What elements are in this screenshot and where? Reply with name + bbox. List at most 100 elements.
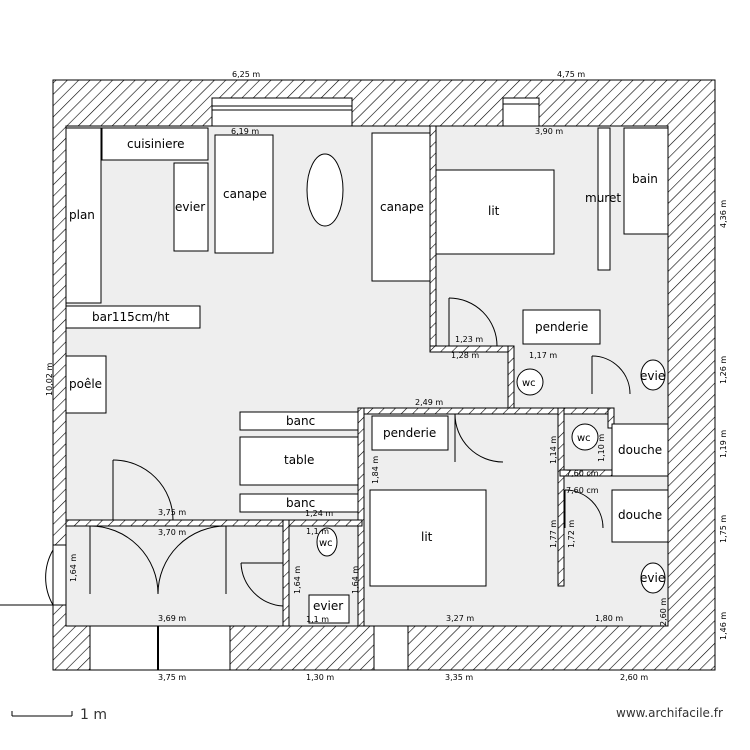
dim-inner-17: 2,60 m [659, 598, 668, 626]
label-table: table [284, 453, 314, 467]
bed-1 [435, 169, 555, 255]
label-penderie-1: penderie [535, 320, 588, 334]
dimensions: 6,25 m 4,75 m 6,19 m 3,90 m 4,36 m 1,26 … [45, 70, 728, 682]
sofa-2 [371, 132, 431, 282]
dim-top-inner-right: 3,90 m [535, 127, 563, 136]
label-wc-2: wc [522, 378, 536, 389]
dim-left-total: 10,02 m [45, 363, 54, 396]
label-evier-bath-1: evie [640, 369, 665, 383]
dim-inner-18: 1,1 m [306, 527, 329, 536]
dim-inner-14: 1,72 m [567, 520, 576, 548]
furniture [65, 127, 669, 624]
dim-inner-16: 1,10 m [597, 434, 606, 462]
dim-right-mid2: 1,19 m [719, 430, 728, 458]
label-bain: bain [632, 172, 658, 186]
bench-top [239, 411, 359, 431]
shower-1 [611, 423, 669, 477]
label-cuisiniere: cuisiniere [127, 137, 185, 151]
dim-inner-9: 3,27 m [446, 614, 474, 623]
dim-right-top: 4,36 m [719, 200, 728, 228]
dim-inner-12: 1,84 m [371, 456, 380, 484]
label-muret: muret [585, 191, 621, 205]
dim-top-inner-left: 6,19 m [231, 127, 259, 136]
window-bottom-left [89, 625, 231, 671]
dim-inner-15: 1,14 m [549, 436, 558, 464]
sofa-1 [214, 134, 274, 254]
dim-bottom-4: 2,60 m [620, 673, 648, 682]
label-banc-bottom: banc [286, 496, 315, 510]
dim-inner-20: 7,60 cm [566, 469, 599, 478]
dining-table [239, 436, 359, 486]
label-wc-3: wc [577, 433, 591, 444]
dim-bottom-3: 3,35 m [445, 673, 473, 682]
dim-inner-11: 1,64 m [69, 554, 78, 582]
stove [65, 355, 107, 414]
label-lit-2: lit [421, 530, 433, 544]
dim-inner-6: 3,70 m [158, 528, 186, 537]
bar-counter [65, 305, 201, 329]
label-lit-1: lit [488, 204, 500, 218]
wardrobe-1 [522, 309, 601, 345]
coffee-table [306, 153, 344, 227]
bench-bottom [239, 493, 359, 513]
sink-bowl-right-1 [640, 359, 666, 391]
dim-inner-19: 1,1 m [306, 615, 329, 624]
bed-2 [369, 489, 487, 587]
partition-wall [597, 127, 611, 271]
dim-top-left: 6,25 m [232, 70, 260, 79]
bathtub [623, 127, 669, 235]
entrance-door-swing [45, 549, 54, 606]
toilet-3 [571, 423, 599, 451]
toilet-2 [516, 368, 544, 396]
toilet-1 [316, 527, 338, 557]
window-top-left [211, 97, 353, 127]
label-evier-bath-2: evie [640, 571, 665, 585]
scale-label: 1 m [80, 707, 107, 723]
dim-top-right: 4,75 m [557, 70, 585, 79]
label-banc-top: banc [286, 414, 315, 428]
dim-inner-4: 2,49 m [415, 398, 443, 407]
dim-right-bottom: 1,46 m [719, 612, 728, 640]
interior-walls [65, 125, 621, 627]
dim-inner-8: 3,69 m [158, 614, 186, 623]
cooker [101, 127, 209, 161]
dim-inner-3: 1,17 m [529, 351, 557, 360]
label-wc-1: wc [319, 538, 333, 549]
wardrobe-2 [371, 415, 449, 451]
dim-bottom-2: 1,30 m [306, 673, 334, 682]
floor-area [65, 125, 669, 627]
dim-inner-21: 7,60 cm [566, 486, 599, 495]
entrance-door-opening [52, 544, 67, 606]
label-poele: poêle [69, 377, 102, 391]
label-douche-2: douche [618, 508, 662, 522]
label-plan: plan [69, 208, 95, 222]
dim-inner-7: 1,24 m [305, 509, 333, 518]
dim-right-mid3: 1,75 m [719, 515, 728, 543]
label-bar: bar115cm/ht [92, 310, 170, 324]
dim-inner-5: 3,75 m [158, 508, 186, 517]
dim-inner-22: 1,64 m [293, 566, 302, 594]
dim-bottom-1: 3,75 m [158, 673, 186, 682]
label-evier-small: evier [313, 599, 343, 613]
label-douche-1: douche [618, 443, 662, 457]
label-canape-2: canape [380, 200, 424, 214]
label-canape-1: canape [223, 187, 267, 201]
label-penderie-2: penderie [383, 426, 436, 440]
kitchen-sink [173, 162, 209, 252]
dim-inner-23: 1,64 m [351, 566, 360, 594]
small-sink-cabinet [308, 594, 350, 624]
brand-watermark: www.archifacile.fr [616, 706, 723, 720]
label-evier-kitchen: evier [175, 200, 205, 214]
scale-bar [11, 711, 73, 717]
labels: cuisiniere plan evier canape canape bar1… [69, 137, 665, 613]
shower-2 [611, 489, 669, 543]
window-bottom-mid [373, 625, 409, 671]
window-top-right [502, 97, 540, 127]
dim-inner-2: 1,28 m [451, 351, 479, 360]
dim-inner-1: 1,23 m [455, 335, 483, 344]
dim-right-mid1: 1,26 m [719, 356, 728, 384]
dim-inner-10: 1,80 m [595, 614, 623, 623]
door-swings [89, 297, 631, 607]
sink-bowl-right-2 [640, 562, 666, 594]
